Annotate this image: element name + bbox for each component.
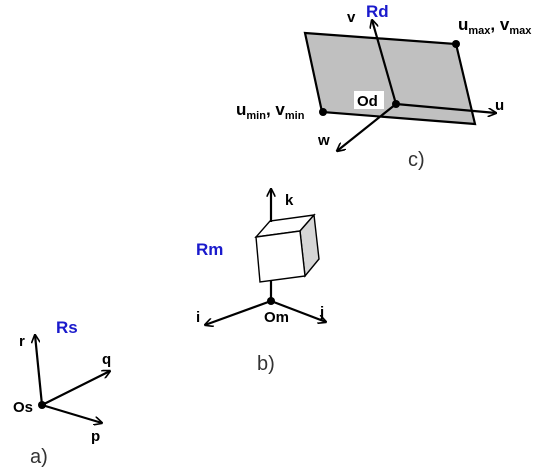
corner-min-u-sub: min	[246, 110, 266, 122]
origin-os-dot	[38, 401, 46, 409]
panel-b: Rm k i j Om b)	[196, 189, 326, 375]
corner-min-v-sub: min	[285, 110, 305, 122]
axis-v-arrow	[372, 20, 398, 105]
panel-c: Rd v u w Od umin, vmin umax, vmax c)	[236, 2, 532, 171]
corner-max-u-sub: max	[468, 25, 491, 37]
axis-label-w: w	[317, 132, 330, 149]
axis-label-k: k	[285, 192, 294, 209]
panel-a: Rs r q p Os a)	[13, 318, 111, 468]
axis-label-j: j	[319, 304, 324, 321]
corner-max-dot	[452, 40, 460, 48]
axis-u-arrow	[395, 102, 496, 113]
axis-label-i: i	[196, 309, 200, 326]
corner-max-sep: ,	[490, 15, 499, 34]
axis-r-arrow	[35, 335, 44, 406]
origin-od-dot	[392, 100, 400, 108]
corner-min-sep: ,	[266, 100, 275, 119]
axis-p-arrow	[41, 403, 102, 423]
axis-q-arrow	[41, 371, 110, 406]
corner-min-dot	[319, 108, 327, 116]
axis-j-arrow	[270, 299, 326, 322]
panel-caption-a: a)	[30, 446, 48, 468]
panel-caption-c: c)	[408, 149, 425, 171]
display-plane	[303, 31, 477, 126]
cube-front-face	[255, 230, 306, 283]
corner-max-label: umax, vmax	[458, 15, 532, 37]
axis-w-arrow	[337, 103, 397, 151]
corner-min-label: umin, vmin	[236, 100, 305, 122]
corner-max-v-sub: max	[509, 25, 532, 37]
origin-om-dot	[267, 297, 275, 305]
corner-max-u: u	[458, 15, 468, 34]
corner-min-u: u	[236, 100, 246, 119]
origin-label-od: Od	[357, 93, 378, 110]
axis-label-p: p	[91, 428, 100, 445]
origin-label-om: Om	[264, 309, 289, 326]
corner-max-v: v	[500, 15, 510, 34]
origin-label-os: Os	[13, 399, 33, 416]
corner-min-v: v	[275, 100, 285, 119]
axis-label-u: u	[495, 97, 504, 114]
axis-label-r: r	[19, 333, 25, 350]
axis-label-v: v	[347, 9, 356, 26]
frame-label-rm: Rm	[196, 240, 223, 259]
origin-od-label-bg	[354, 91, 384, 109]
panel-caption-b: b)	[257, 353, 275, 375]
frame-label-rd: Rd	[366, 2, 389, 21]
axis-label-q: q	[102, 351, 111, 368]
frame-label-rs: Rs	[56, 318, 78, 337]
axis-i-arrow	[205, 299, 272, 325]
